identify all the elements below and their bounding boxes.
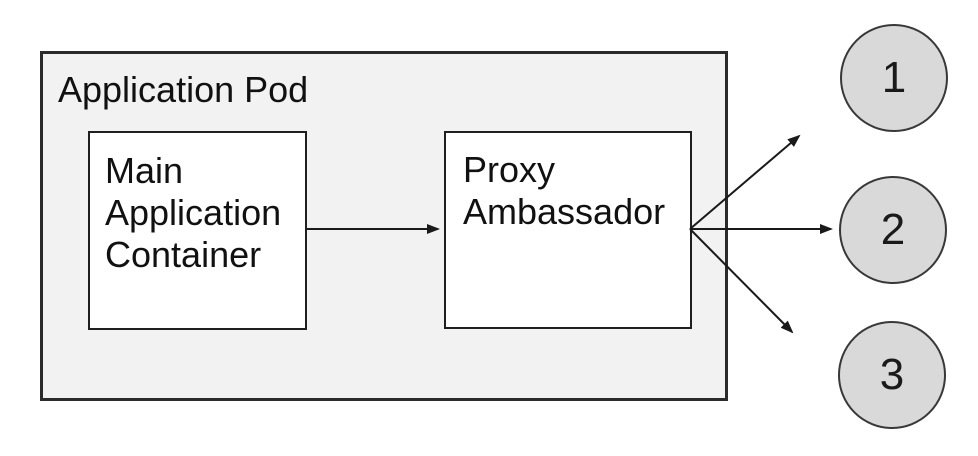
application-pod-label: Application Pod (58, 69, 309, 110)
proxy-ambassador-box: Proxy Ambassador (444, 131, 692, 329)
proxy-ambassador-label: Proxy Ambassador (463, 149, 666, 232)
endpoint-circle-2-label: 2 (880, 205, 906, 254)
main-application-container-box: Main Application Container (88, 131, 307, 330)
endpoint-circle-1: 1 (840, 24, 948, 132)
endpoint-circle-2: 2 (839, 176, 947, 284)
endpoint-circle-3: 3 (838, 321, 946, 429)
endpoint-circle-1-label: 1 (881, 53, 907, 102)
application-pod-box: Application Pod Main Application Contain… (40, 51, 728, 401)
endpoint-circle-3-label: 3 (879, 350, 905, 399)
main-application-container-label: Main Application Container (105, 150, 282, 275)
